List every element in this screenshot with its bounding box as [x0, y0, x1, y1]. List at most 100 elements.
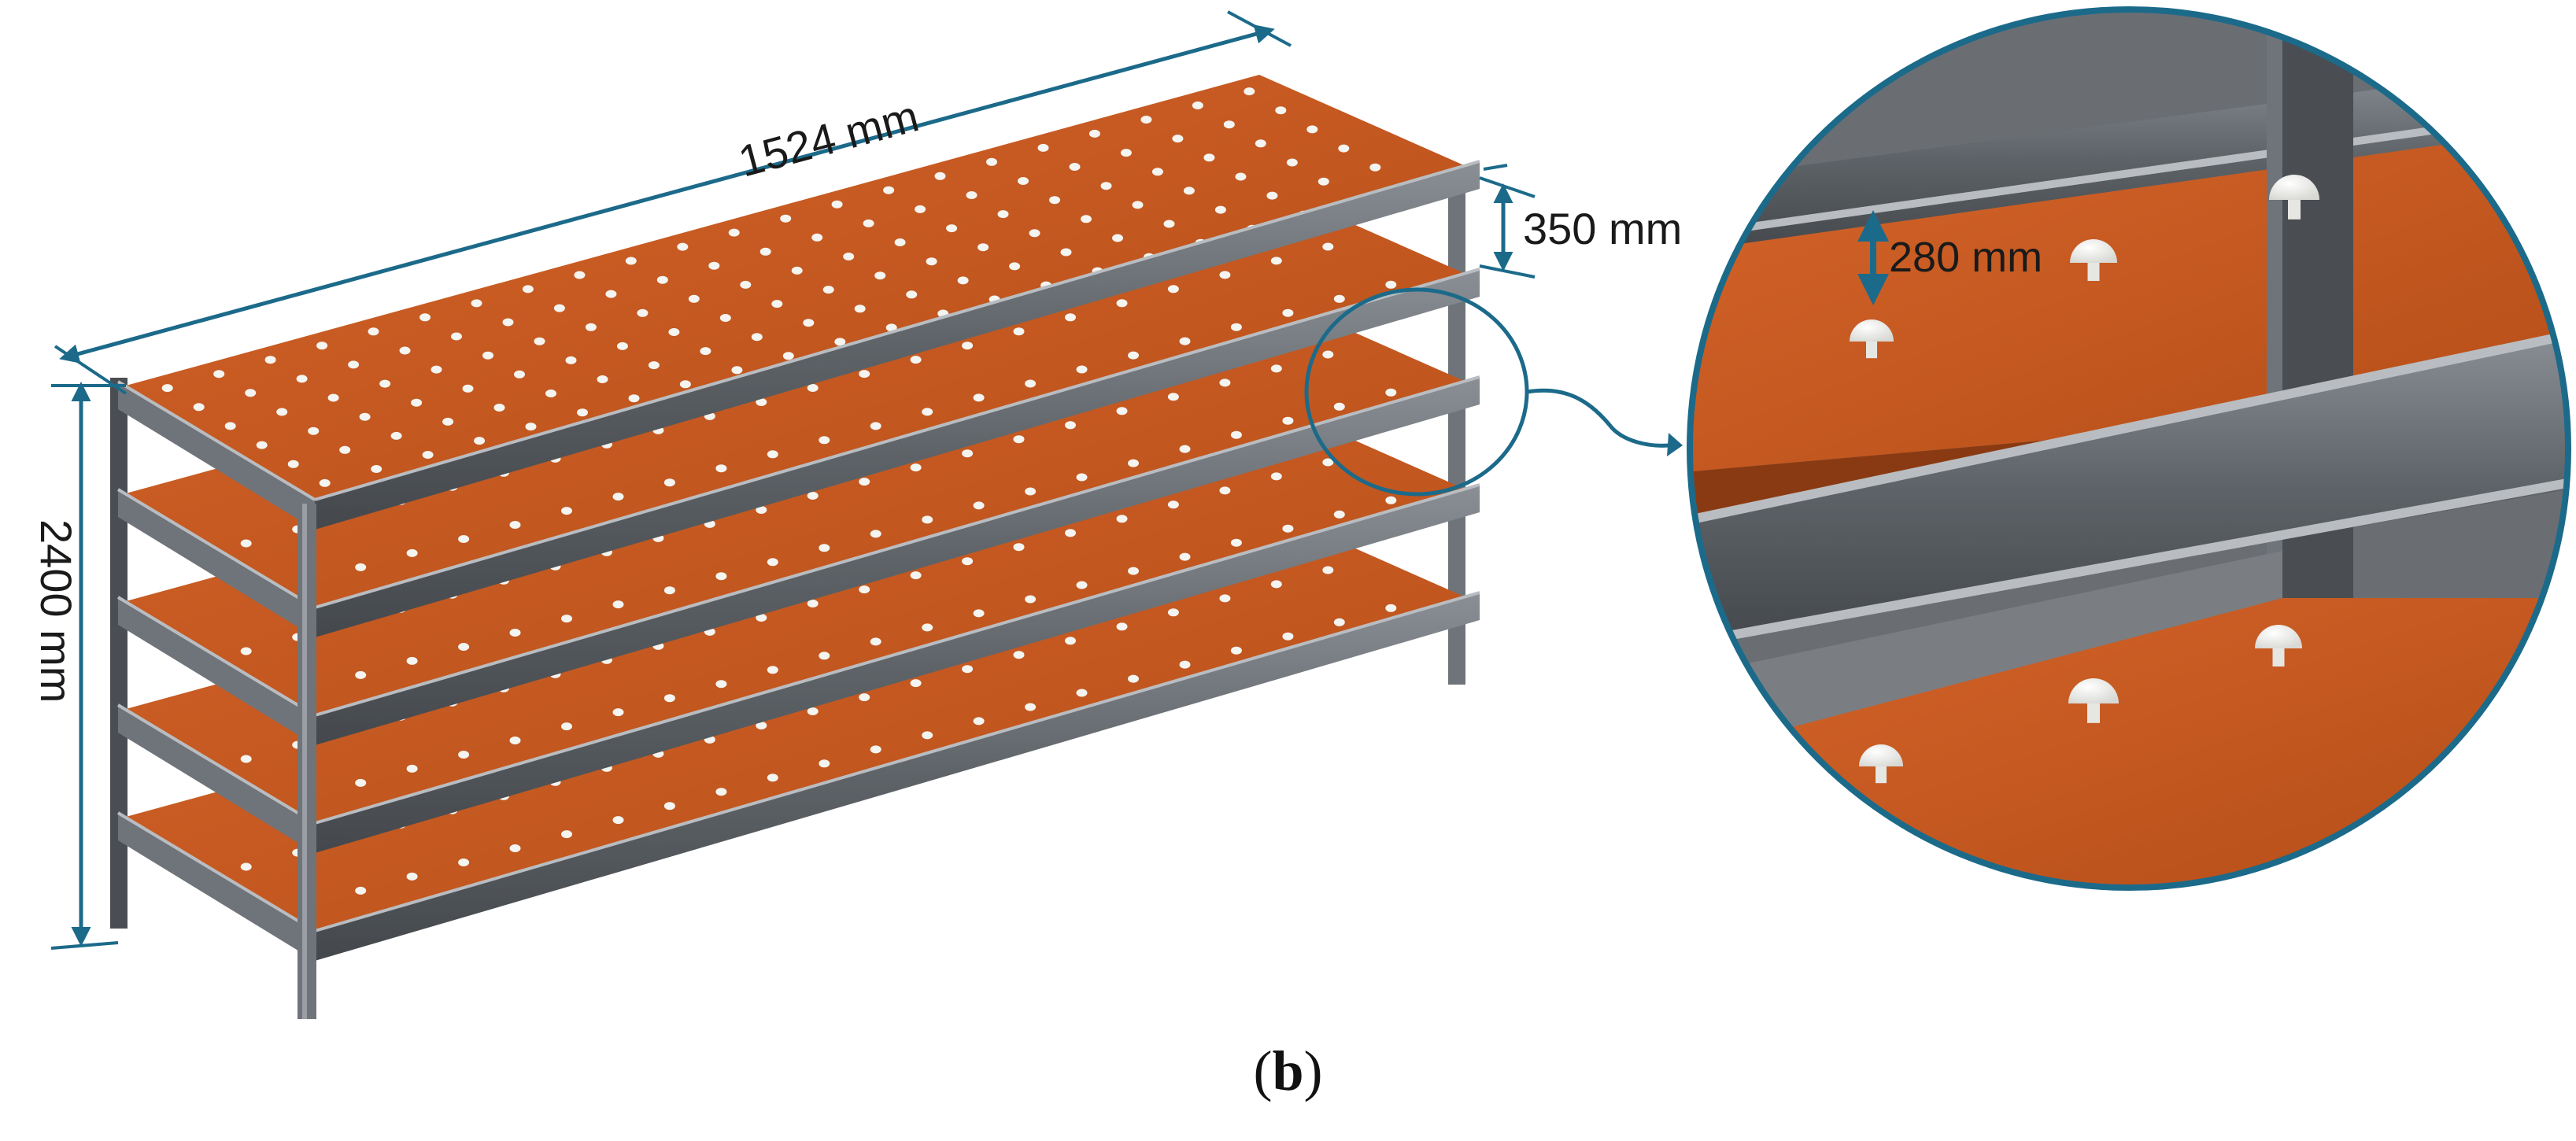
- mushroom-icon: [406, 872, 418, 881]
- front-beam: [315, 485, 1480, 853]
- mushroom-icon: [502, 318, 514, 327]
- mushroom-icon: [997, 210, 1009, 219]
- mushroom-icon: [1081, 215, 1092, 223]
- mushroom-icon: [509, 521, 521, 529]
- mushroom-icon: [482, 351, 493, 360]
- mushroom-icon: [715, 680, 727, 689]
- mushroom-icon: [1128, 459, 1139, 467]
- mushroom-icon: [1132, 201, 1144, 209]
- mushroom-icon: [1270, 364, 1282, 373]
- side-beam: [118, 705, 315, 853]
- mushroom-icon: [807, 600, 819, 607]
- mushroom-icon: [1859, 744, 1903, 766]
- mushroom-icon: [831, 200, 843, 209]
- mushroom-icon: [561, 615, 572, 623]
- mushroom-icon: [700, 347, 711, 356]
- mushroom-icon: [870, 745, 881, 754]
- mushroom-icon: [565, 356, 577, 364]
- mushroom-icon: [411, 398, 423, 407]
- mushroom-icon: [1385, 388, 1397, 397]
- mushroom-icon: [1013, 435, 1025, 444]
- mushroom-icon: [339, 445, 351, 454]
- mushroom-icon: [1219, 594, 1231, 603]
- mushroom-icon: [906, 290, 918, 299]
- mushroom-icon: [1013, 543, 1025, 552]
- mushroom-stem: [1866, 338, 1877, 359]
- mushroom-icon: [422, 451, 434, 459]
- mushroom-icon: [946, 224, 958, 233]
- mushroom-icon: [458, 859, 470, 866]
- mushroom-stem: [2288, 197, 2301, 220]
- mushroom-icon: [577, 408, 588, 417]
- mushroom-icon: [1333, 510, 1345, 519]
- mushroom-icon: [1385, 604, 1397, 612]
- mushroom-icon: [767, 666, 778, 674]
- height-label: 2400 mm: [31, 519, 81, 703]
- mushroom-icon: [1385, 280, 1397, 289]
- mushroom-icon: [656, 275, 668, 284]
- figure-caption: (b): [1253, 1039, 1323, 1102]
- mushroom-icon: [1116, 299, 1128, 308]
- mushroom-icon: [1282, 632, 1294, 641]
- mushroom-icon: [1369, 163, 1381, 172]
- mushroom-icon: [561, 830, 572, 839]
- mushroom-icon: [406, 764, 418, 773]
- shelf-spacing-label: 350 mm: [1523, 204, 1682, 253]
- mushroom-icon: [1116, 515, 1128, 523]
- mushroom-icon: [915, 205, 926, 213]
- mushroom-icon: [1219, 271, 1231, 279]
- mushroom-icon: [756, 722, 767, 729]
- mushroom-icon: [1214, 205, 1226, 214]
- height-dimension: 2400 mm: [31, 382, 126, 950]
- mushroom-icon: [728, 228, 740, 237]
- mushroom-icon: [534, 337, 545, 345]
- mushroom-icon: [1128, 351, 1139, 360]
- mushroom-icon: [1318, 177, 1329, 186]
- mushroom-icon: [2255, 625, 2302, 648]
- mushroom-icon: [819, 759, 830, 768]
- zoom-circle: 280 mm: [1687, 6, 2571, 891]
- figure-caption-letter: b: [1272, 1039, 1304, 1102]
- mushroom-icon: [874, 271, 886, 280]
- mushroom-icon: [276, 408, 288, 416]
- mushroom-icon: [1275, 106, 1287, 115]
- mushroom-icon: [894, 238, 906, 246]
- mushroom-icon: [859, 478, 870, 486]
- mushroom-icon: [819, 652, 830, 660]
- mushroom-icon: [934, 172, 946, 180]
- mushroom-icon: [355, 563, 367, 571]
- mushroom-icon: [1018, 177, 1029, 185]
- mushroom-icon: [663, 586, 675, 595]
- mushroom-icon: [355, 778, 367, 787]
- mushroom-icon: [612, 600, 624, 609]
- mushroom-icon: [1179, 337, 1191, 345]
- mushroom-icon: [431, 365, 442, 374]
- front-beam: [315, 377, 1480, 745]
- mushroom-icon: [910, 463, 922, 472]
- mushroom-icon: [926, 257, 937, 266]
- mushroom-icon: [509, 629, 521, 637]
- mushroom-icon: [715, 464, 727, 473]
- mushroom-icon: [161, 384, 173, 393]
- mushroom-icon: [922, 408, 933, 416]
- mushroom-icon: [1219, 486, 1231, 495]
- mushroom-icon: [1140, 116, 1152, 124]
- mushroom-icon: [962, 665, 974, 674]
- mushroom-icon: [756, 506, 767, 514]
- mushroom-icon: [1116, 407, 1128, 415]
- mushroom-icon: [1088, 129, 1100, 138]
- side-beam: [118, 597, 315, 745]
- mushroom-icon: [1013, 327, 1025, 336]
- mushroom-icon: [1128, 567, 1139, 575]
- mushroom-icon: [224, 422, 236, 430]
- mushroom-icon: [522, 285, 534, 294]
- mushroom-icon: [625, 257, 637, 265]
- mushroom-icon: [780, 214, 792, 223]
- mushroom-icon: [545, 390, 556, 397]
- mushroom-icon: [1338, 144, 1350, 153]
- mushroom-icon: [1270, 580, 1282, 589]
- mushroom-icon: [922, 515, 933, 524]
- mushroom-icon: [1850, 319, 1894, 342]
- mushroom-icon: [767, 450, 778, 459]
- mushroom-icon: [256, 441, 268, 449]
